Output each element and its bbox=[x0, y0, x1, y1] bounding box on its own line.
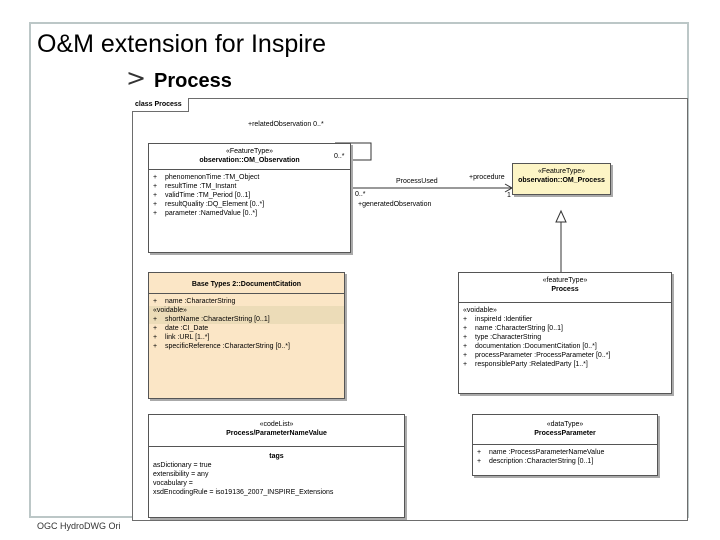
class-process[interactable]: «featureType» Process «voidable» +inspir… bbox=[458, 272, 672, 394]
diagram-tab: class Process bbox=[132, 98, 189, 112]
attribute-row: +resultTime :TM_Instant bbox=[153, 183, 237, 190]
tags-label: tags bbox=[269, 453, 284, 460]
class-parameter-name-value[interactable]: «codeList» Process/ParameterNameValue ta… bbox=[148, 414, 405, 518]
class-name: Process/ParameterNameValue bbox=[226, 430, 327, 437]
procedure-multiplicity: 1 bbox=[507, 192, 511, 199]
tag-row: vocabulary = bbox=[153, 480, 193, 487]
slide-subtitle: Process bbox=[154, 70, 232, 92]
class-stereotype: «dataType» bbox=[546, 421, 584, 428]
class-om-process[interactable]: «FeatureType» observation::OM_Process bbox=[512, 163, 611, 195]
class-name: ProcessParameter bbox=[534, 430, 596, 437]
attribute-row: +responsibleParty :RelatedParty [1..*] bbox=[463, 361, 588, 368]
procedure-role: +procedure bbox=[469, 174, 505, 181]
generated-observation-role: +generatedObservation bbox=[358, 201, 432, 208]
process-used-label: ProcessUsed bbox=[396, 178, 438, 185]
class-stereotype: «FeatureType» bbox=[225, 148, 274, 155]
attribute-row: +description :CharacterString [0..1] bbox=[477, 458, 594, 465]
related-observation-multiplicity: 0..* bbox=[334, 153, 345, 160]
attribute-row: +type :CharacterString bbox=[463, 334, 542, 341]
slide-footer: OGC HydroDWG Ori bbox=[37, 521, 121, 531]
attribute-row: +name :CharacterString [0..1] bbox=[463, 325, 563, 332]
related-observation-line bbox=[335, 142, 372, 161]
attribute-row: +phenomenonTime :TM_Object bbox=[153, 174, 260, 181]
attribute-row: +resultQuality :DQ_Element [0..*] bbox=[153, 201, 265, 208]
attribute-row: +parameter :NamedValue [0..*] bbox=[153, 210, 258, 217]
class-name: Process bbox=[551, 286, 579, 293]
attribute-row: +specificReference :CharacterString [0..… bbox=[153, 343, 290, 350]
attribute-row: +link :URL [1..*] bbox=[153, 334, 210, 341]
tag-row: extensibility = any bbox=[153, 471, 209, 478]
attribute-row: +name :CharacterString bbox=[153, 298, 236, 305]
subtitle-bullet-icon: > bbox=[126, 64, 147, 92]
class-name: observation::OM_Observation bbox=[199, 157, 300, 164]
class-stereotype: «featureType» bbox=[542, 277, 588, 284]
attribute-row: +inspireId :Identifier bbox=[463, 316, 533, 323]
class-om-observation[interactable]: «FeatureType» observation::OM_Observatio… bbox=[148, 143, 351, 253]
generated-observation-multiplicity: 0..* bbox=[355, 191, 366, 198]
generalization-triangle-icon bbox=[555, 209, 567, 223]
attribute-row: +documentation :DocumentCitation [0..*] bbox=[463, 343, 597, 350]
tag-row: xsdEncodingRule = iso19136_2007_INSPIRE_… bbox=[153, 489, 334, 496]
attribute-row: +date :CI_Date bbox=[153, 325, 209, 332]
tag-row: asDictionary = true bbox=[153, 462, 212, 469]
class-document-citation[interactable]: Base Types 2::DocumentCitation +name :Ch… bbox=[148, 272, 345, 399]
slide-title: O&M extension for Inspire bbox=[37, 30, 327, 58]
attribute-row: +name :ProcessParameterNameValue bbox=[477, 449, 605, 456]
attribute-row: +validTime :TM_Period [0..1] bbox=[153, 192, 251, 199]
class-name: Base Types 2::DocumentCitation bbox=[191, 281, 302, 288]
class-stereotype: «codeList» bbox=[259, 421, 294, 428]
class-stereotype: «FeatureType» bbox=[537, 168, 586, 175]
voidable-label: «voidable» bbox=[463, 307, 497, 314]
voidable-label: «voidable» bbox=[153, 307, 187, 314]
class-name: observation::OM_Process bbox=[518, 177, 605, 184]
related-observation-role: +relatedObservation 0..* bbox=[248, 121, 324, 128]
attribute-row: +shortName :CharacterString [0..1] bbox=[153, 316, 270, 323]
attribute-row: +processParameter :ProcessParameter [0..… bbox=[463, 352, 611, 359]
class-process-parameter[interactable]: «dataType» ProcessParameter +name :Proce… bbox=[472, 414, 658, 476]
